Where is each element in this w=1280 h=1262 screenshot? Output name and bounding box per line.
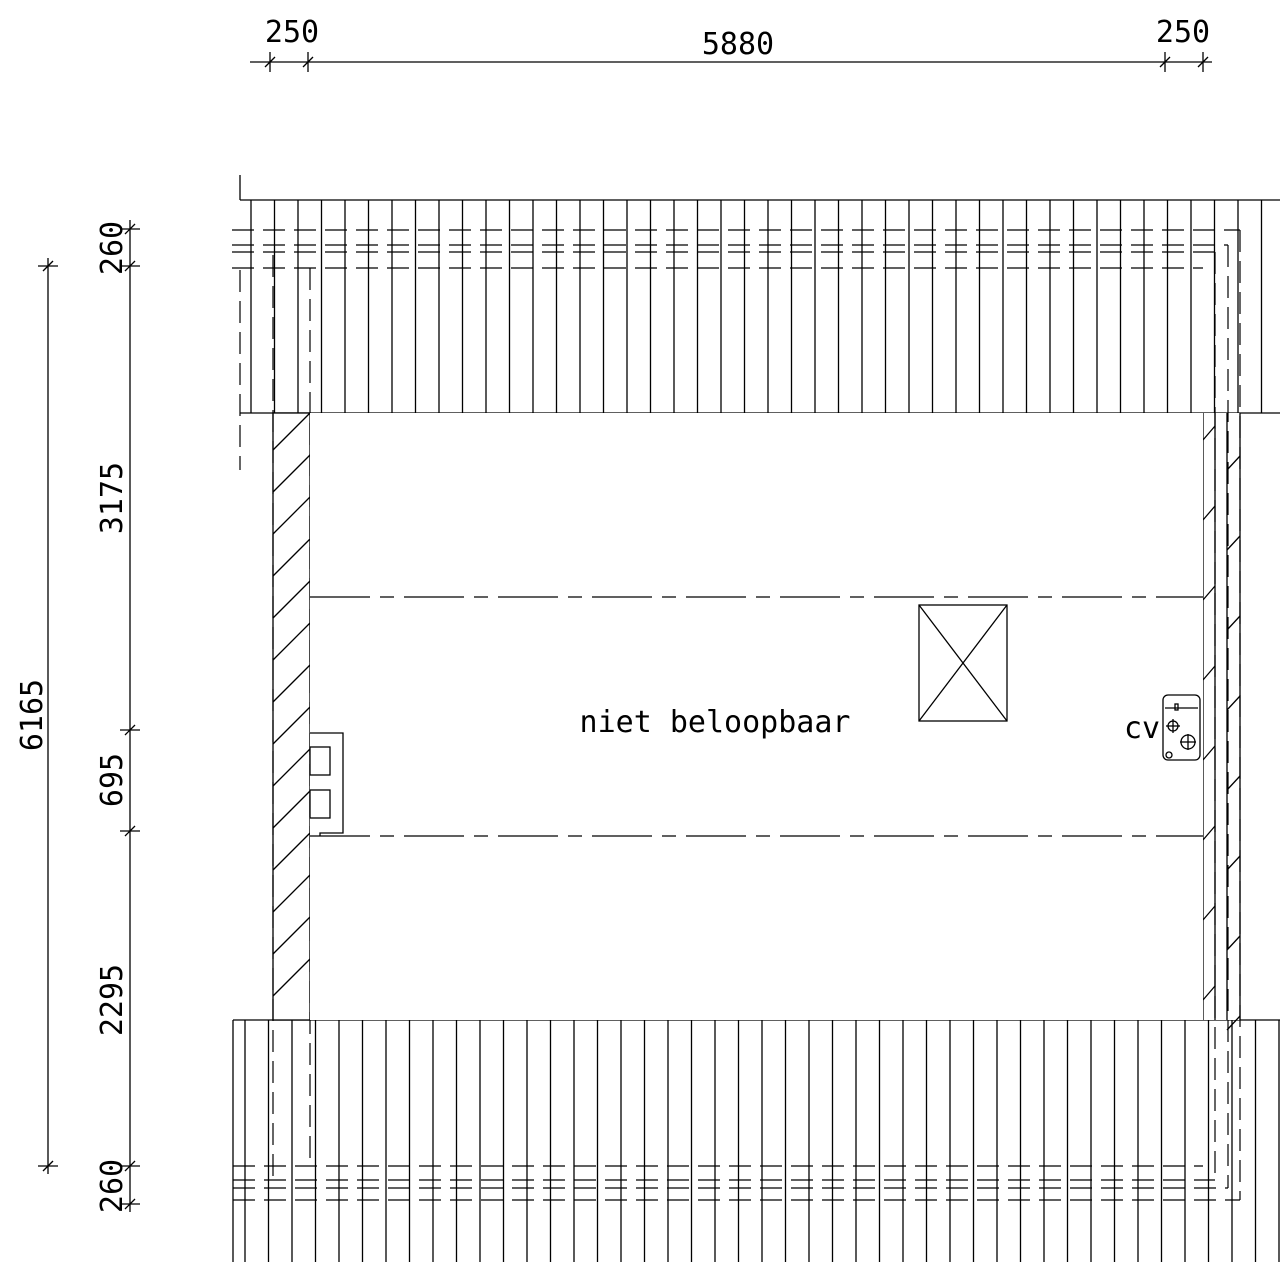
cv-boiler-icon [1162,694,1201,761]
dim-left-part: 3175 [95,462,130,534]
dim-left-total: 6165 [15,679,50,751]
dim-tick [124,1198,136,1210]
wall-hatch [272,790,311,829]
skylight-icon [918,604,1008,722]
dim-tick [124,724,136,736]
wall-hatch [272,664,311,703]
wall-hatch [1202,985,1216,1001]
dim-tick [1197,56,1209,68]
dim-left-part: 695 [95,753,130,807]
wall-hatch [272,748,311,787]
wall-hatch [1226,855,1241,871]
wall-hatch [1202,425,1216,441]
dim-tick [42,260,54,272]
wall-hatch [1226,695,1241,711]
wall-hatch [272,496,311,535]
roof-top [232,175,1280,470]
dim-left-part: 260 [95,1159,130,1213]
dim-left-part: 2295 [95,964,130,1036]
dim-top-left: 250 [265,15,319,50]
dim-tick [1159,56,1171,68]
wall-hatch [1202,665,1216,681]
top-dimension: 250 5880 250 [250,15,1212,72]
wall-right [1202,230,1241,1200]
dim-top-middle: 5880 [702,27,774,62]
wall-hatch [272,454,311,493]
chimney-icon [309,732,344,836]
wall-hatch [272,580,311,619]
room-label: niet beloopbaar [580,705,851,740]
wall-hatch [1202,585,1216,601]
dim-tick [124,223,136,235]
wall-hatch [1202,745,1216,761]
left-dimension: 6165 260 3175 695 2295 260 [15,220,140,1213]
dim-left-part: 260 [95,221,130,275]
wall-hatch [272,874,311,913]
wall-hatch [1226,1015,1241,1031]
dim-tick [124,825,136,837]
wall-hatch [272,412,311,451]
roof-bottom [232,1019,1280,1262]
wall-hatch [272,916,311,955]
dim-tick [42,1160,54,1172]
wall-hatch [1202,825,1216,841]
dim-tick [124,1160,136,1172]
wall-hatch [1202,505,1216,521]
wall-hatch [272,706,311,745]
wall-hatch [1226,615,1241,631]
dim-top-right: 250 [1156,15,1210,50]
dim-tick [302,56,314,68]
wall-hatch [272,622,311,661]
wall-hatch [1226,455,1241,471]
wall-hatch [1202,905,1216,921]
boiler-label: cv [1124,711,1160,746]
wall-hatch [1226,535,1241,551]
wall-hatch [1226,775,1241,791]
dim-tick [124,260,136,272]
wall-hatch [272,832,311,871]
wall-hatch [272,958,311,997]
dim-tick [264,56,276,68]
wall-hatch [272,538,311,577]
attic-floor [310,413,1203,1020]
wall-hatch [1226,935,1241,951]
